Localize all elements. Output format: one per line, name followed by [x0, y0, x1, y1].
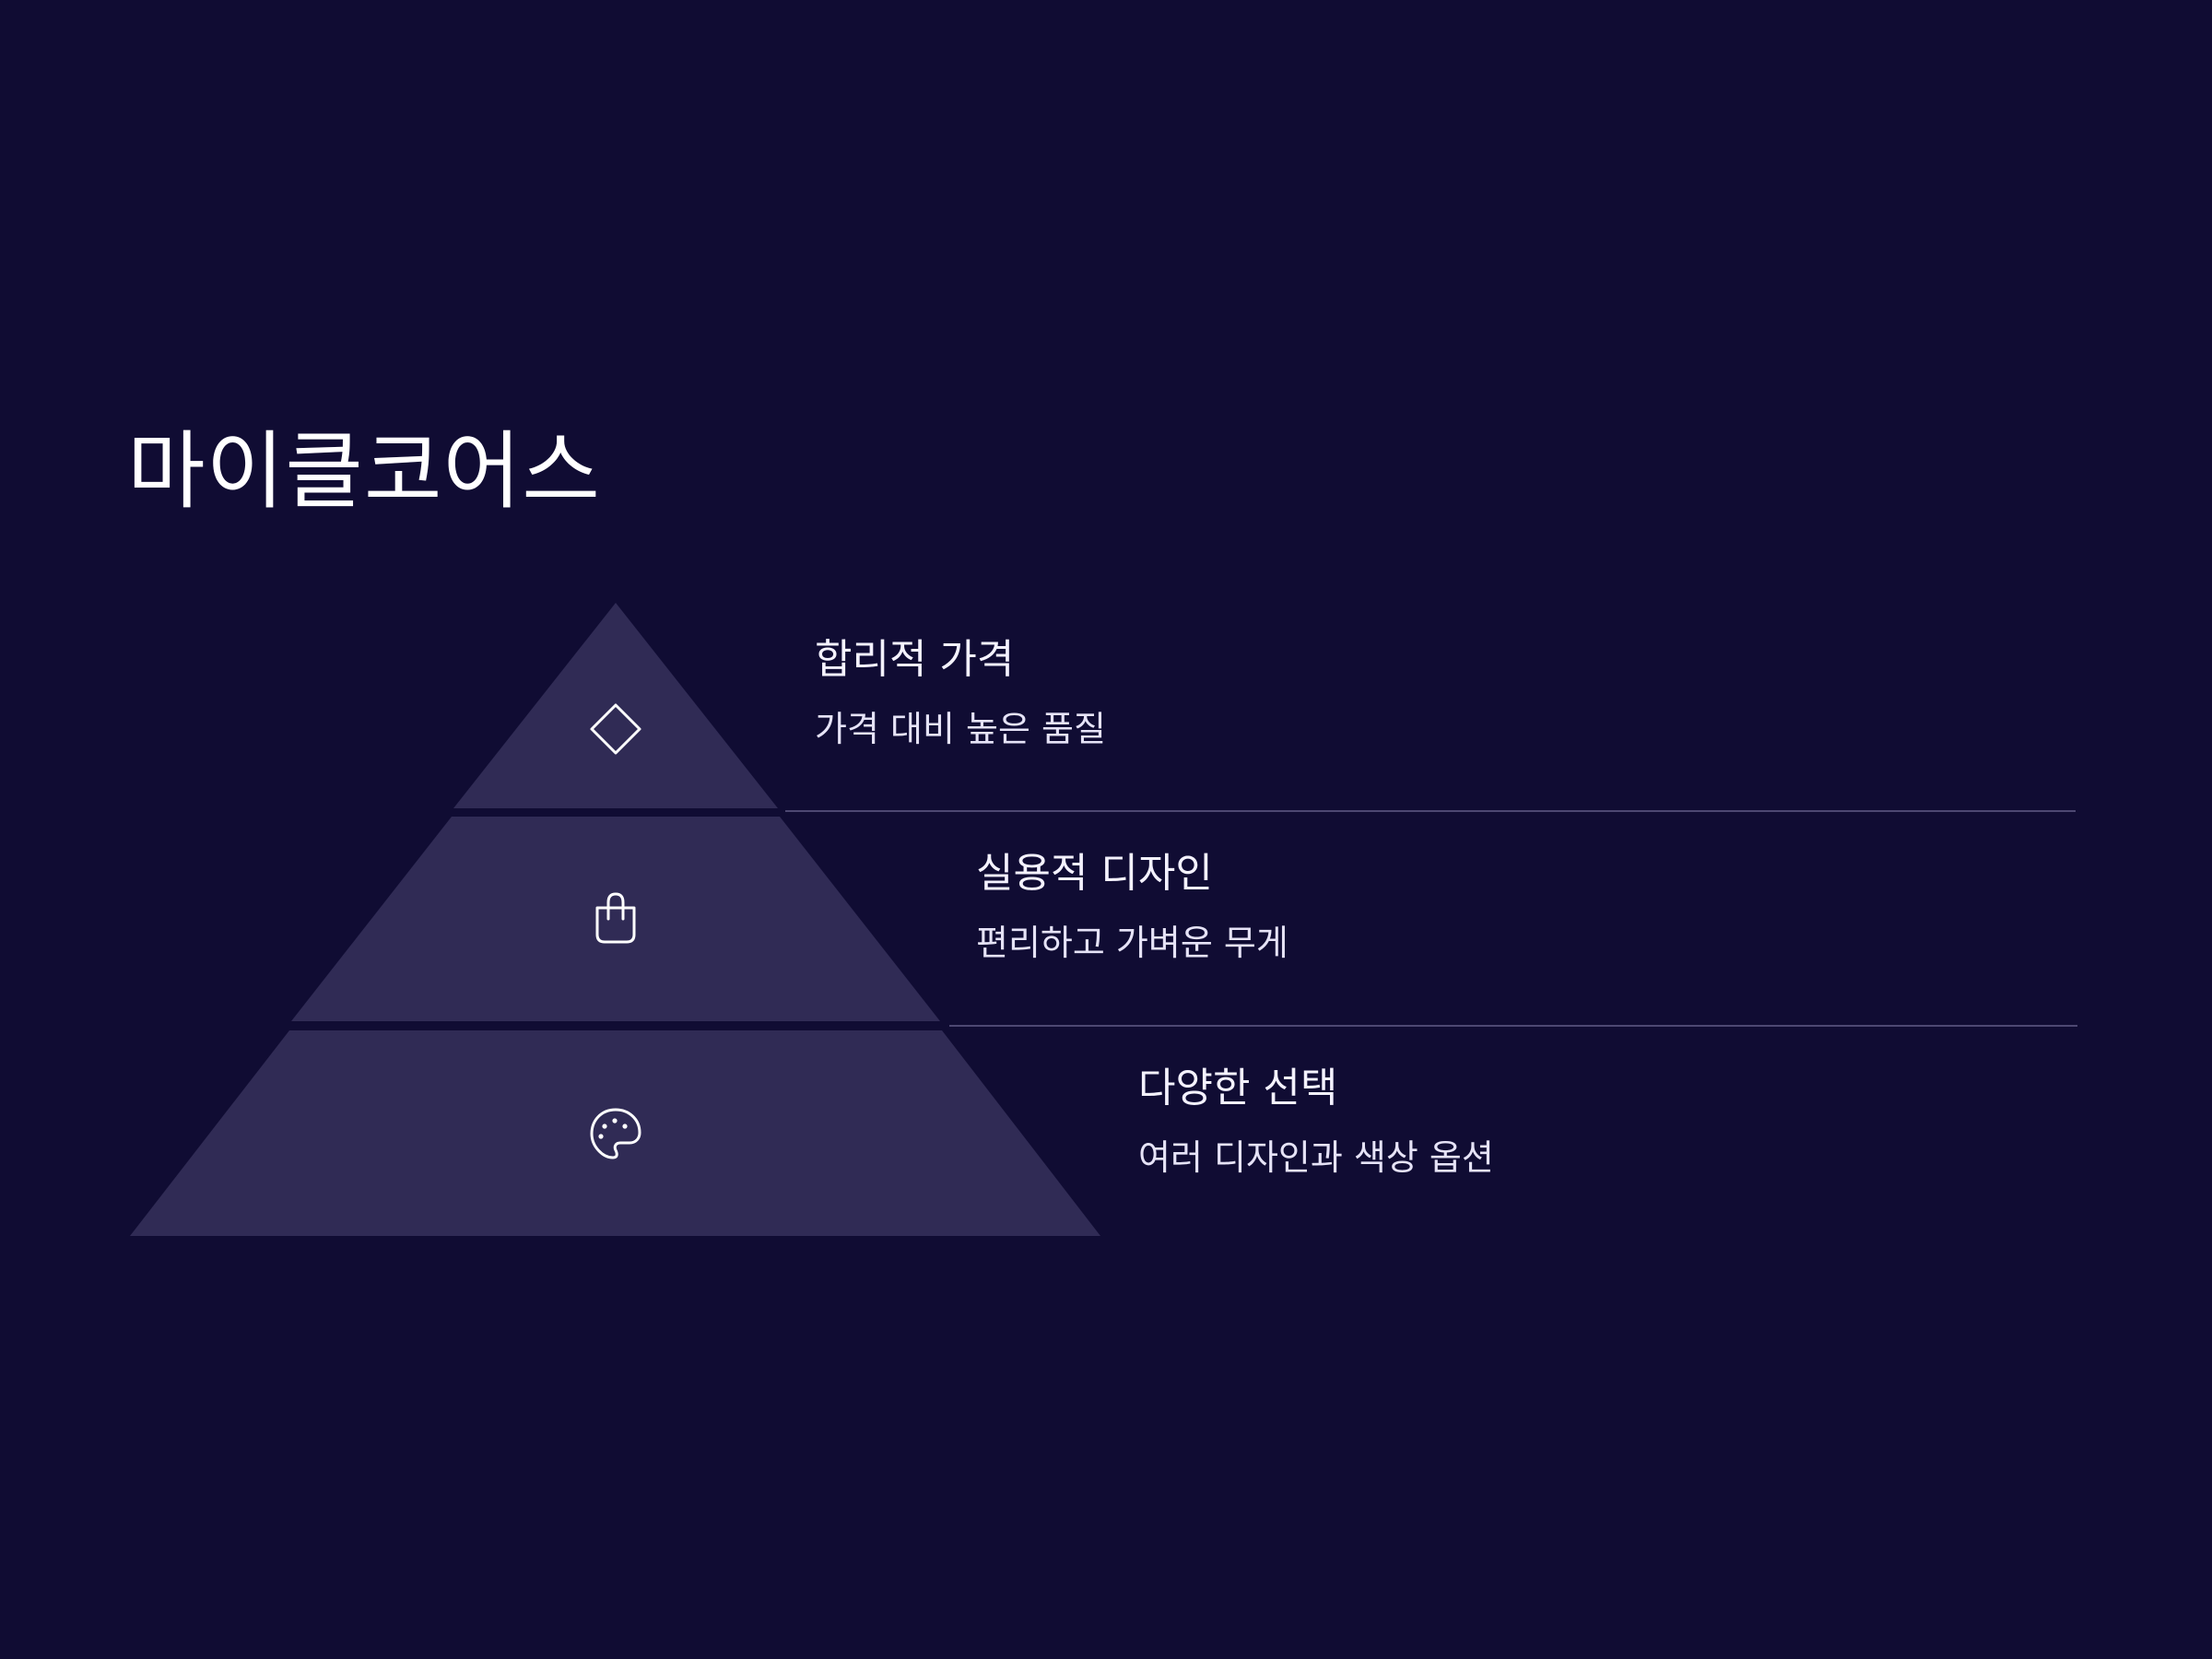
diamond-icon [588, 701, 643, 757]
pyramid-tier-bottom [130, 1030, 1100, 1236]
tier-1-text: 합리적 가격 가격 대비 높은 품질 [815, 634, 1106, 752]
tier-3-text: 다양한 선택 여러 디자인과 색상 옵션 [1138, 1063, 1494, 1181]
shopping-bag-icon [588, 891, 643, 947]
tier-1-heading: 합리적 가격 [815, 636, 1015, 683]
tier-2-heading: 실용적 디자인 [976, 850, 1213, 897]
tier-2-description: 편리하고 가벼운 무게 [976, 923, 1288, 963]
palette-icon [588, 1106, 643, 1161]
tier-3-heading: 다양한 선택 [1138, 1065, 1338, 1112]
tier-2-text: 실용적 디자인 편리하고 가벼운 무게 [976, 848, 1288, 966]
tier-1-description: 가격 대비 높은 품질 [815, 709, 1106, 749]
pyramid-tier-middle [291, 817, 940, 1021]
tier-3-description: 여러 디자인과 색상 옵션 [1138, 1137, 1494, 1178]
slide-title: 마이클코어스 [127, 422, 601, 521]
